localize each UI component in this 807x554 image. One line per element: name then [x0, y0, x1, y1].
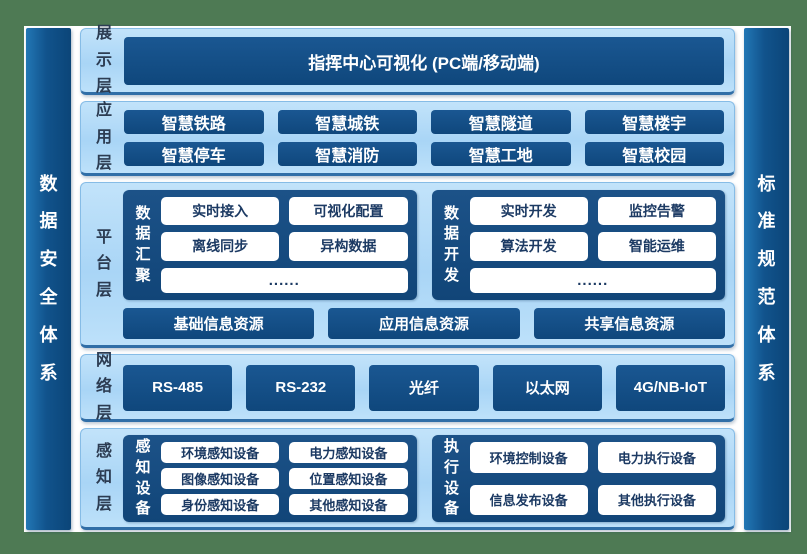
perception-layer-label-text: 感知层 — [95, 442, 112, 513]
platform-layer-label: 平台层 — [86, 188, 122, 341]
data-aggregation-grid: 实时接入 可视化配置 离线同步 异构数据 ...... — [161, 197, 408, 293]
data-development-grid: 实时开发 监控告警 算法开发 智能运维 ...... — [469, 197, 716, 293]
application-layer-label-text: 应用层 — [95, 102, 112, 173]
display-layer-label: 展示层 — [86, 25, 122, 95]
execution-devices-group: 执行设备 环境控制设备 电力执行设备 信息发布设备 其他执行设备 — [431, 435, 725, 522]
device-box: 信息发布设备 — [469, 484, 588, 515]
platform-layer-label-text: 平台层 — [95, 228, 112, 299]
sidebar-standards: 标准规范体系 — [744, 28, 789, 530]
app-box: 智慧消防 — [277, 142, 417, 166]
platform-layer-content: 数据汇聚 实时接入 可视化配置 离线同步 异构数据 ...... — [122, 188, 726, 341]
platform-groups-row: 数据汇聚 实时接入 可视化配置 离线同步 异构数据 ...... — [123, 190, 725, 300]
sidebar-data-security: 数据安全体系 — [26, 28, 71, 530]
module-box: 智能运维 — [597, 232, 716, 261]
sidebar-standards-label: 标准规范体系 — [757, 173, 776, 383]
module-box: 离线同步 — [161, 232, 280, 261]
display-layer-content: 指挥中心可视化 (PC端/移动端) — [122, 34, 726, 88]
data-aggregation-label-text: 数据汇聚 — [135, 204, 151, 284]
protocol-box: 4G/NB-IoT — [615, 364, 726, 411]
resource-box: 应用信息资源 — [328, 308, 520, 339]
device-box: 其他感知设备 — [289, 494, 408, 515]
network-layer-content: RS-485 RS-232 光纤 以太网 4G/NB-IoT — [122, 360, 726, 415]
network-layer-panel: 网络层 RS-485 RS-232 光纤 以太网 4G/NB-IoT — [80, 352, 735, 422]
sidebar-data-security-label: 数据安全体系 — [39, 173, 58, 383]
application-layer-content: 智慧铁路 智慧城铁 智慧隧道 智慧楼宇 智慧停车 智慧消防 智慧工地 智慧校园 — [122, 107, 726, 169]
device-box: 环境控制设备 — [469, 442, 588, 473]
module-box: 实时开发 — [469, 197, 588, 226]
data-development-label-text: 数据开发 — [443, 204, 459, 284]
data-aggregation-group: 数据汇聚 实时接入 可视化配置 离线同步 异构数据 ...... — [123, 190, 417, 300]
display-layer-label-text: 展示层 — [95, 25, 112, 96]
device-box: 其他执行设备 — [597, 484, 716, 515]
app-box: 智慧楼宇 — [584, 110, 724, 134]
data-development-group: 数据开发 实时开发 监控告警 算法开发 智能运维 ...... — [431, 190, 725, 300]
data-development-label: 数据开发 — [441, 197, 463, 293]
sensing-devices-label: 感知设备 — [132, 438, 154, 517]
device-box: 身份感知设备 — [161, 494, 280, 515]
module-box: 监控告警 — [597, 197, 716, 226]
perception-layer-panel: 感知层 感知设备 环境感知设备 电力感知设备 图像感知设备 位置感知设备 身份感… — [80, 428, 735, 530]
diagram-content: 数据安全体系 展示层 指挥中心可视化 (PC端/移动端) 应用层 智慧铁路 智 — [24, 25, 791, 532]
module-box: 异构数据 — [289, 232, 408, 261]
protocol-box: RS-232 — [246, 364, 356, 411]
protocol-box: RS-485 — [123, 364, 233, 411]
device-box: 图像感知设备 — [161, 468, 280, 489]
sensing-devices-group: 感知设备 环境感知设备 电力感知设备 图像感知设备 位置感知设备 身份感知设备 … — [123, 435, 417, 522]
network-layer-label-text: 网络层 — [95, 351, 112, 422]
module-box: 实时接入 — [161, 197, 280, 226]
app-box: 智慧校园 — [584, 142, 724, 166]
sensing-devices-label-text: 感知设备 — [135, 438, 151, 518]
command-center-box: 指挥中心可视化 (PC端/移动端) — [124, 37, 724, 85]
layer-stack: 展示层 指挥中心可视化 (PC端/移动端) 应用层 智慧铁路 智慧城铁 智慧隧道… — [80, 25, 735, 530]
app-box: 智慧隧道 — [431, 110, 571, 134]
resource-box: 基础信息资源 — [123, 308, 315, 339]
app-box: 智慧城铁 — [277, 110, 417, 134]
execution-devices-label-text: 执行设备 — [443, 438, 459, 518]
resource-box: 共享信息资源 — [533, 308, 725, 339]
protocol-box: 以太网 — [492, 364, 602, 411]
module-box: 可视化配置 — [289, 197, 408, 226]
app-box: 智慧停车 — [124, 142, 264, 166]
module-box-ellipsis: ...... — [469, 267, 716, 293]
device-box: 电力执行设备 — [597, 442, 716, 473]
app-box: 智慧铁路 — [124, 110, 264, 134]
application-layer-label: 应用层 — [86, 102, 122, 172]
app-box: 智慧工地 — [431, 142, 571, 166]
device-box: 电力感知设备 — [289, 442, 408, 463]
display-layer-panel: 展示层 指挥中心可视化 (PC端/移动端) — [80, 25, 735, 95]
platform-layer-panel: 平台层 数据汇聚 实时接入 可视化配置 离线同步 异构数据 — [80, 182, 735, 348]
perception-layer-label: 感知层 — [86, 434, 122, 523]
execution-devices-grid: 环境控制设备 电力执行设备 信息发布设备 其他执行设备 — [469, 442, 716, 515]
module-box: 算法开发 — [469, 232, 588, 261]
device-box: 位置感知设备 — [289, 468, 408, 489]
device-box: 环境感知设备 — [161, 442, 280, 463]
application-layer-panel: 应用层 智慧铁路 智慧城铁 智慧隧道 智慧楼宇 智慧停车 智慧消防 智慧工地 智… — [80, 101, 735, 176]
resources-row: 基础信息资源 应用信息资源 共享信息资源 — [123, 308, 725, 339]
sensing-devices-grid: 环境感知设备 电力感知设备 图像感知设备 位置感知设备 身份感知设备 其他感知设… — [161, 442, 408, 515]
protocol-box: 光纤 — [369, 364, 479, 411]
perception-layer-content: 感知设备 环境感知设备 电力感知设备 图像感知设备 位置感知设备 身份感知设备 … — [122, 434, 726, 523]
network-layer-label: 网络层 — [86, 352, 122, 422]
data-aggregation-label: 数据汇聚 — [132, 197, 154, 293]
execution-devices-label: 执行设备 — [441, 438, 463, 517]
module-box-ellipsis: ...... — [161, 267, 408, 293]
